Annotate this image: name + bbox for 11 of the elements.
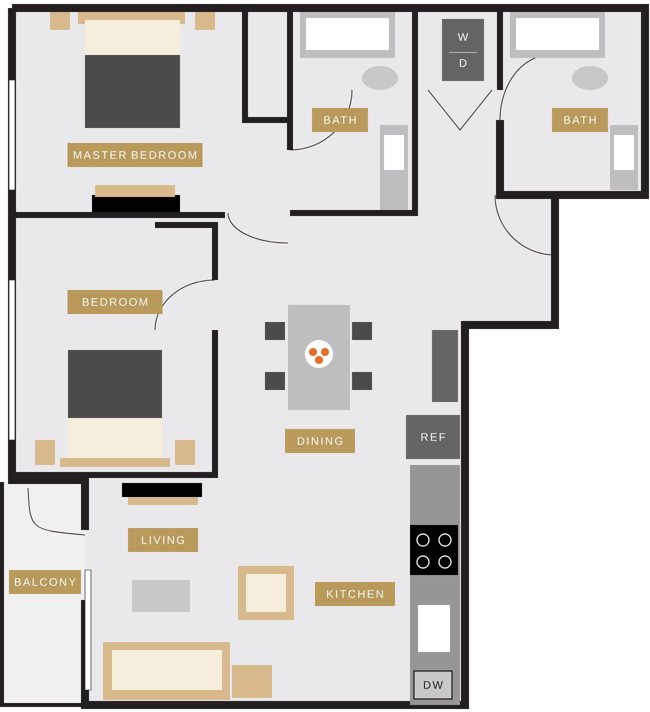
room-label: KITCHEN	[315, 582, 395, 606]
room-label: W D	[442, 19, 484, 81]
room-label: BATH	[312, 108, 368, 132]
room-label: BEDROOM	[68, 290, 162, 314]
room-label: DW	[413, 670, 453, 700]
room-label: MASTER BEDROOM	[68, 143, 202, 167]
room-label: REF	[406, 415, 460, 459]
room-label: BATH	[552, 108, 608, 132]
room-label: DINING	[285, 429, 355, 453]
room-label: BALCONY	[9, 570, 81, 594]
room-label: LIVING	[128, 528, 198, 552]
